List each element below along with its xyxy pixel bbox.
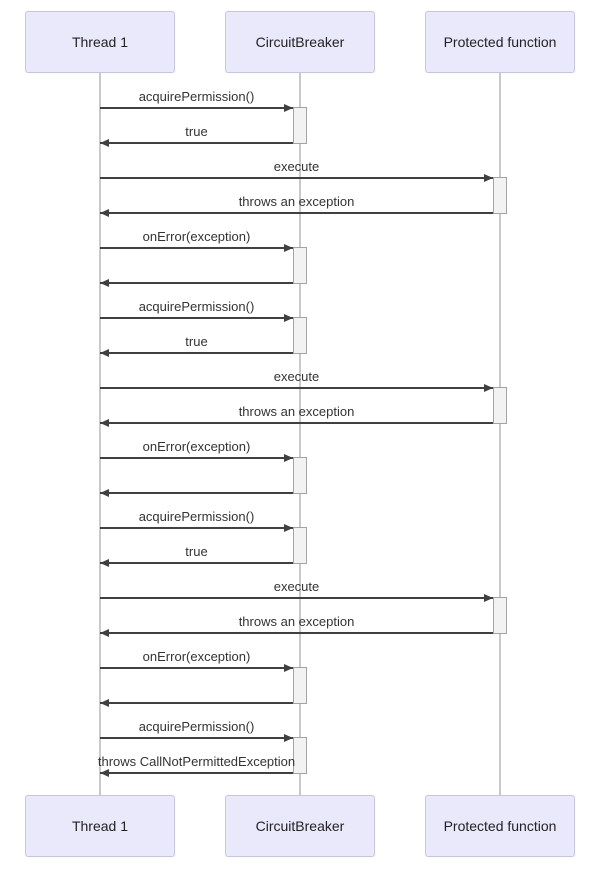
activation-bar xyxy=(493,597,507,634)
arrowhead-icon xyxy=(100,348,109,357)
message-arrow xyxy=(100,702,293,704)
message-arrow xyxy=(100,527,293,529)
arrowhead-icon xyxy=(484,593,493,602)
message-arrow xyxy=(100,317,293,319)
message-arrow xyxy=(100,422,493,424)
activation-bar xyxy=(293,317,307,354)
arrowhead-icon xyxy=(284,243,293,252)
message-label: true xyxy=(185,124,208,139)
message-arrow xyxy=(100,107,293,109)
arrowhead-icon xyxy=(284,453,293,462)
arrowhead-icon xyxy=(100,418,109,427)
message-arrow xyxy=(100,772,293,774)
actor-top-circuitbreaker: CircuitBreaker xyxy=(225,11,375,73)
message-label: throws an exception xyxy=(238,404,355,419)
message-arrow xyxy=(100,142,293,144)
message-label: throws an exception xyxy=(238,614,355,629)
lifeline-protected xyxy=(499,73,501,795)
arrowhead-icon xyxy=(100,488,109,497)
arrowhead-icon xyxy=(100,768,109,777)
message-label: true xyxy=(185,334,208,349)
lifeline-circuitbreaker xyxy=(299,73,301,795)
message-arrow xyxy=(100,177,493,179)
actor-bottom-thread1: Thread 1 xyxy=(25,795,175,857)
message-label: throws an exception xyxy=(238,194,355,209)
actor-top-thread1: Thread 1 xyxy=(25,11,175,73)
message-arrow xyxy=(100,352,293,354)
actor-bottom-circuitbreaker: CircuitBreaker xyxy=(225,795,375,857)
activation-bar xyxy=(293,457,307,494)
message-arrow xyxy=(100,457,293,459)
arrowhead-icon xyxy=(284,663,293,672)
message-arrow xyxy=(100,667,293,669)
arrowhead-icon xyxy=(284,103,293,112)
lifeline-thread1 xyxy=(99,73,101,795)
arrowhead-icon xyxy=(484,173,493,182)
message-label: throws CallNotPermittedException xyxy=(97,754,296,769)
message-arrow xyxy=(100,597,493,599)
arrowhead-icon xyxy=(100,558,109,567)
message-arrow xyxy=(100,492,293,494)
arrowhead-icon xyxy=(484,383,493,392)
activation-bar xyxy=(293,247,307,284)
message-label: execute xyxy=(273,579,320,594)
message-label: acquirePermission() xyxy=(138,509,255,524)
arrowhead-icon xyxy=(100,138,109,147)
message-label: acquirePermission() xyxy=(138,299,255,314)
message-arrow xyxy=(100,212,493,214)
arrowhead-icon xyxy=(100,628,109,637)
activation-bar xyxy=(293,527,307,564)
activation-bar xyxy=(293,737,307,774)
arrowhead-icon xyxy=(100,208,109,217)
activation-bar xyxy=(493,177,507,214)
message-label: acquirePermission() xyxy=(138,89,255,104)
message-arrow xyxy=(100,632,493,634)
arrowhead-icon xyxy=(284,733,293,742)
message-label: execute xyxy=(273,159,320,174)
message-arrow xyxy=(100,737,293,739)
message-arrow xyxy=(100,282,293,284)
actor-bottom-protected-function: Protected function xyxy=(425,795,575,857)
arrowhead-icon xyxy=(284,523,293,532)
message-label: onError(exception) xyxy=(142,229,251,244)
arrowhead-icon xyxy=(100,698,109,707)
arrowhead-icon xyxy=(100,278,109,287)
activation-bar xyxy=(293,667,307,704)
message-label: true xyxy=(185,544,208,559)
message-label: onError(exception) xyxy=(142,439,251,454)
activation-bar xyxy=(293,107,307,144)
message-label: onError(exception) xyxy=(142,649,251,664)
message-arrow xyxy=(100,247,293,249)
activation-bar xyxy=(493,387,507,424)
message-arrow xyxy=(100,562,293,564)
arrowhead-icon xyxy=(284,313,293,322)
message-label: acquirePermission() xyxy=(138,719,255,734)
message-label: execute xyxy=(273,369,320,384)
message-arrow xyxy=(100,387,493,389)
actor-top-protected-function: Protected function xyxy=(425,11,575,73)
